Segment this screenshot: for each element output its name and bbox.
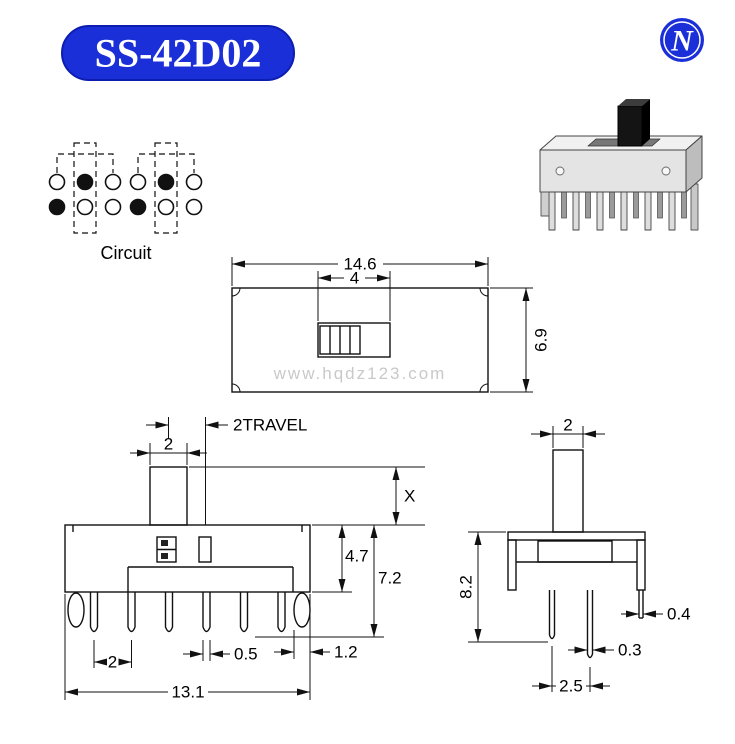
part-number-badge: SS-42D02 [61,25,295,81]
dim-front-end-pin-width: 1.2 [274,630,358,662]
corner-notch [231,287,241,297]
dim-value: 2 [563,416,572,435]
circuit-dashed-bracket [137,153,195,173]
logo-circle [660,18,704,62]
circuit-pin [129,198,147,216]
contact-window [198,536,212,563]
dim-front-pin-width: 0.5 [183,640,258,664]
dim-value: 2.5 [559,677,583,696]
logo-letter-n: N [670,25,694,58]
watermark-text: www.hqdz123.com [273,364,447,383]
front-body [64,524,311,593]
circuit-pin [48,173,66,191]
circuit-pin [157,198,175,216]
rivet [555,166,565,176]
circuit-pin [48,198,66,216]
switch-3d-illustration [539,99,703,231]
badge-shape [61,25,295,81]
side-left-wall [507,539,517,591]
contact-dot [161,553,168,559]
dim-top-overall-width: 14.6 [231,255,489,286]
front-pins [548,191,676,231]
part-number-text: SS-42D02 [95,31,262,76]
dim-value: 7.2 [378,569,402,588]
circuit-pin [129,173,147,191]
top-view-drawing: 14.6 4 6.9 www.hqdz123.com [231,255,551,393]
circuit-dashed-box [73,142,97,234]
dim-front-body-height: 4.7 [312,525,369,593]
dim-top-body-depth: 6.9 [490,287,551,393]
dim-value: 4 [350,269,359,288]
top-view-body [231,287,489,393]
dim-value: 4.7 [345,547,369,566]
front-view-drawing: 2 2TRAVEL X 4.7 7.2 [64,416,425,702]
circuit-pin [76,173,94,191]
circuit-diagram: Circuit [48,142,203,263]
mounting-bracket [690,183,699,231]
dim-front-travel: 2TRAVEL [146,416,307,525]
front-knob [149,466,188,526]
circuit-pin [104,198,122,216]
slider-knob-side [642,99,650,146]
front-pins [89,592,286,633]
corner-notch [479,383,489,393]
dim-value: 14.6 [343,255,376,274]
circuit-pin [104,173,122,191]
end-hook-pin [67,592,85,628]
side-contact-block [537,540,613,563]
dim-value: 0.3 [618,641,642,660]
dim-side-row-pitch: 2.5 [532,646,610,696]
circuit-pin [185,198,203,216]
dim-value: 6.9 [532,328,551,352]
slider-window [317,322,391,358]
left-tab [540,191,550,217]
side-knob [552,449,584,533]
dim-value: 13.1 [171,683,204,702]
corner-notch [479,287,489,297]
dim-value: 0.4 [667,605,691,624]
logo-ring [663,21,701,59]
dim-value: X [404,487,415,506]
dim-front-overall-width: 13.1 [64,594,311,702]
dim-front-knob-height-x: X [189,466,425,526]
circuit-pin [185,173,203,191]
dim-value: 8.2 [457,575,476,599]
dim-value: 0.5 [234,645,258,664]
side-pin [586,590,594,659]
dim-side-overall-height: 8.2 [457,531,548,643]
circuit-label: Circuit [100,243,151,263]
side-view-drawing: 2 8.2 0.4 0.3 2.5 [457,416,691,696]
corner-notch [231,383,241,393]
side-top-plate [507,531,646,541]
dim-value: 2 [164,435,173,454]
slider-knob-top [618,99,650,106]
dim-front-height-to-pin: 7.2 [255,525,402,638]
dim-side-bracket-thickness: 0.4 [621,605,691,624]
dim-side-pin-thickness: 0.3 [568,641,642,660]
dim-top-slot-width: 4 [317,269,391,321]
dim-value: 2 [108,653,117,672]
dim-front-knob-width: 2 [130,435,207,465]
dim-front-pin-pitch: 2 [93,640,132,672]
dim-side-knob-width: 2 [531,416,605,448]
brand-logo: N [660,18,704,62]
circuit-dashed-box [154,142,178,234]
circuit-pin [157,173,175,191]
circuit-pin [76,198,94,216]
travel-label: 2TRAVEL [233,416,307,435]
rivet [661,166,671,176]
side-pin [548,590,556,640]
side-right-wall [636,539,646,591]
circuit-dashed-bracket [56,153,114,173]
end-hook-pin [293,592,311,628]
slider-knob [617,105,643,147]
dim-value: 1.2 [334,643,358,662]
contact-dot [161,540,168,546]
